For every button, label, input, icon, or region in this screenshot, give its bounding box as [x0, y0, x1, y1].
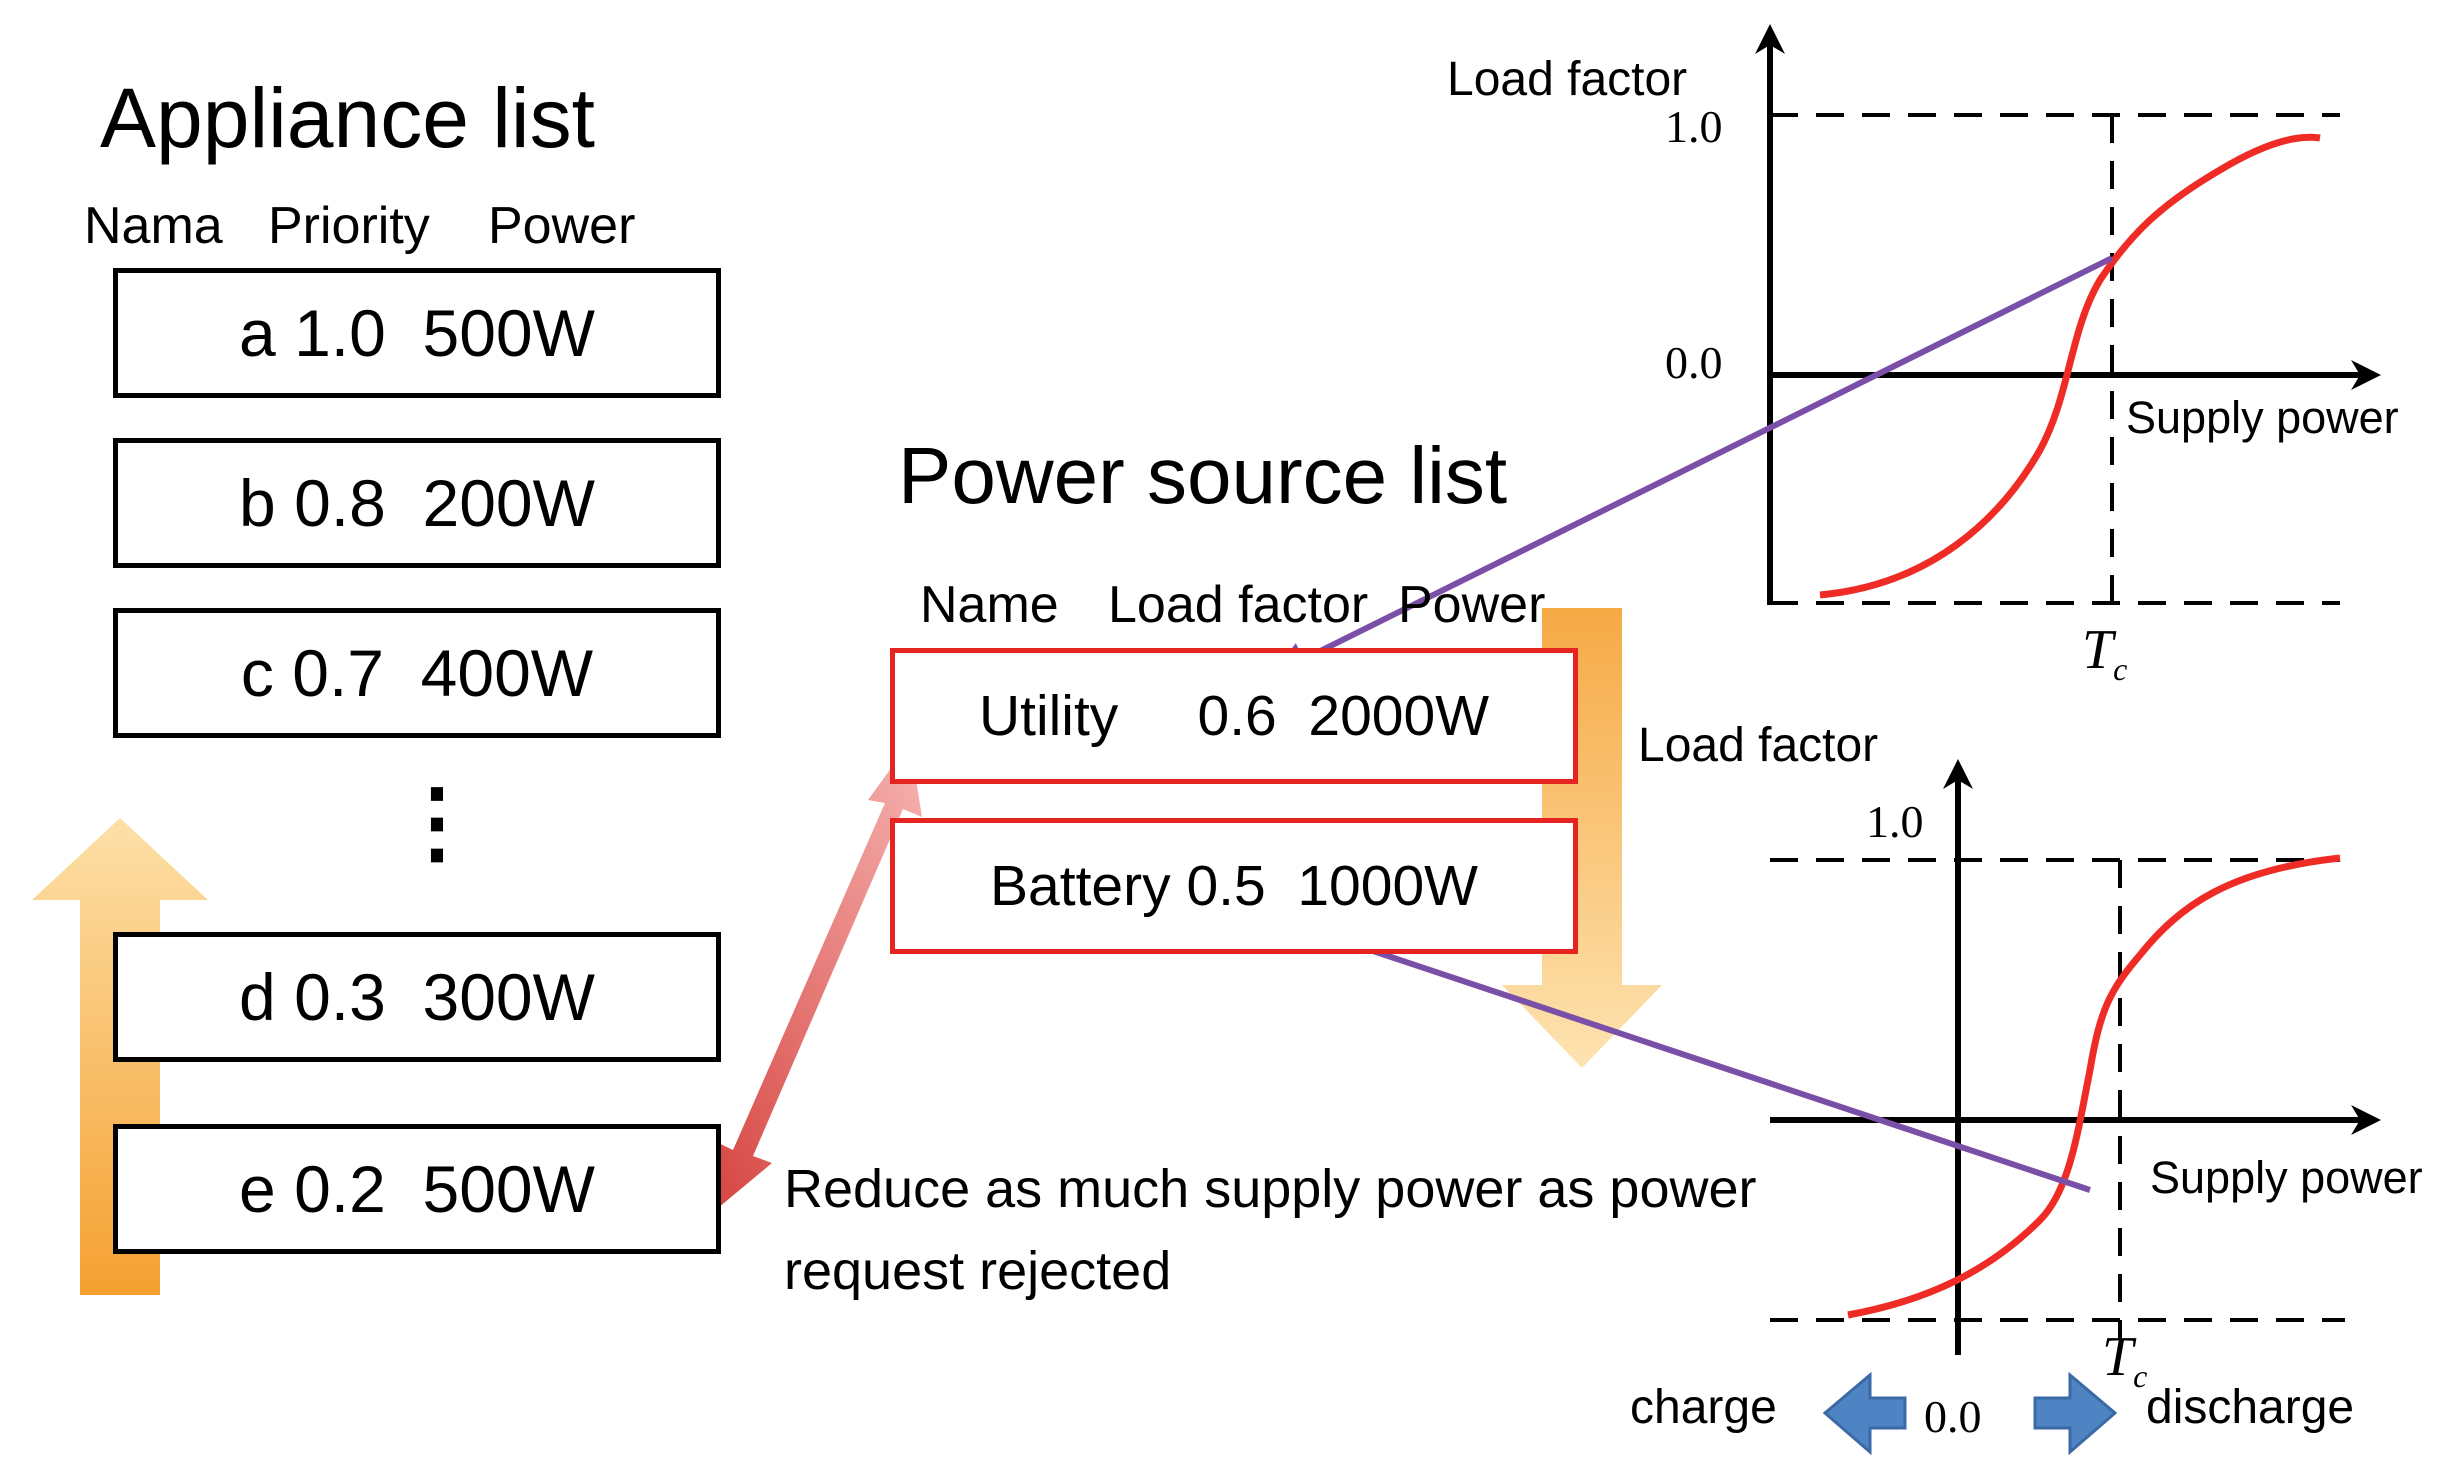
source-item-label: Battery 0.5 1000W: [990, 854, 1478, 918]
appliance-item-label: a 1.0 500W: [239, 296, 595, 370]
top-tick-high: 1.0: [1665, 101, 1723, 152]
top-y-label: Load factor: [1447, 53, 1688, 106]
appliance-item-label: b 0.8 200W: [239, 466, 595, 540]
bottom-y-label: Load factor: [1638, 719, 1879, 772]
top-threshold-label: Tc: [2082, 619, 2128, 688]
top-x-label: Supply power: [2126, 392, 2399, 443]
bottom-tick-high: 1.0: [1866, 796, 1924, 847]
top-curve: [1819, 133, 2321, 599]
appliance-item-label: d 0.3 300W: [239, 960, 595, 1034]
reduce-note: Reduce as much supply power as power req…: [784, 1159, 1757, 1301]
source-item-label: Utility 0.6 2000W: [978, 684, 1490, 748]
discharge-arrow: [2033, 1371, 2118, 1456]
bottom-tick-zero: 0.0: [1924, 1391, 1982, 1442]
source-item-battery: Battery 0.5 1000W: [890, 818, 1578, 954]
appliance-list-title: Appliance list: [100, 71, 595, 165]
appliance-item-c: c 0.7 400W: [113, 608, 721, 738]
utility-connector: [1271, 255, 2114, 676]
charge-arrow: [1822, 1371, 1907, 1456]
power-source-list-title: Power source list: [898, 431, 1508, 520]
appliance-item-b: b 0.8 200W: [113, 438, 721, 568]
appliance-item-e: e 0.2 500W: [113, 1124, 721, 1254]
top-tick-zero: 0.0: [1665, 337, 1723, 388]
appliance-item-label: e 0.2 500W: [239, 1152, 595, 1226]
appliance-header-power: Power: [488, 197, 636, 255]
appliance-item-a: a 1.0 500W: [113, 268, 721, 398]
charge-label: charge: [1630, 1381, 1777, 1434]
chart-top: [1755, 24, 2381, 610]
appliance-item-label: c 0.7 400W: [240, 636, 594, 710]
reduce-double-arrow: [712, 742, 922, 1208]
appliance-item-d: d 0.3 300W: [113, 932, 721, 1062]
discharge-label: discharge: [2146, 1381, 2355, 1434]
source-item-utility: Utility 0.6 2000W: [890, 648, 1578, 784]
chart-bottom: [1770, 759, 2381, 1355]
appliance-header-name: Nama: [84, 197, 223, 255]
battery-connector: [1273, 912, 2091, 1193]
bottom-x-label: Supply power: [2150, 1152, 2423, 1203]
appliance-header-priority: Priority: [268, 197, 430, 255]
ellipsis: ⋮: [392, 773, 482, 873]
source-header-power: Power: [1398, 576, 1546, 634]
bottom-threshold-label: Tc: [2102, 1326, 2148, 1395]
source-header-name: Name: [920, 576, 1059, 634]
bottom-curve: [1847, 854, 2341, 1319]
source-header-load-factor: Load factor: [1108, 576, 1369, 634]
